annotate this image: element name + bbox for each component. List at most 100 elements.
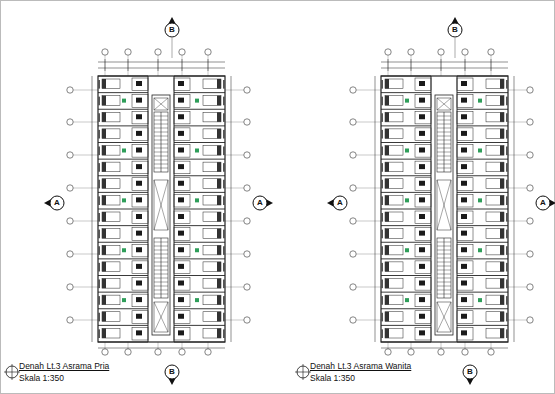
grid-bubble xyxy=(67,185,73,191)
bathroom-outline xyxy=(415,194,431,207)
bed-symbol xyxy=(486,312,504,322)
plan-line xyxy=(508,188,527,189)
window-symbol xyxy=(223,180,225,189)
plan-line xyxy=(174,258,225,259)
grid-bubble xyxy=(179,349,185,355)
bathroom-outline xyxy=(132,111,148,124)
pillow-symbol xyxy=(500,162,504,172)
section-marker xyxy=(253,196,267,210)
bathroom-outline xyxy=(174,178,190,191)
grid-bubble xyxy=(350,152,356,158)
plan-line xyxy=(381,175,431,176)
grid-bubble xyxy=(244,87,250,93)
grid-bubble xyxy=(155,49,161,55)
void-outline xyxy=(437,98,451,110)
plan-line xyxy=(225,90,244,91)
window-symbol xyxy=(223,263,225,272)
plant-symbol xyxy=(478,298,482,302)
fixture-symbol xyxy=(178,131,184,136)
fixture-symbol xyxy=(419,264,425,269)
pillow-symbol xyxy=(385,179,389,189)
bed-symbol xyxy=(385,162,403,172)
grid-bubble xyxy=(102,349,108,355)
window-symbol xyxy=(506,280,508,289)
bed-symbol xyxy=(102,245,120,255)
pillow-symbol xyxy=(217,328,221,338)
bed-symbol xyxy=(385,79,403,89)
plan-line xyxy=(381,92,431,93)
plan-line xyxy=(457,258,508,259)
window-symbol xyxy=(223,113,225,122)
grid-bubble xyxy=(67,152,73,158)
bed-symbol xyxy=(203,162,221,172)
pillow-symbol xyxy=(385,79,389,89)
plan-line xyxy=(508,90,527,91)
bed-symbol xyxy=(203,245,221,255)
bed-symbol xyxy=(203,112,221,122)
window-symbol xyxy=(223,230,225,239)
bed-symbol xyxy=(102,229,120,239)
window-symbol xyxy=(98,196,100,205)
bathroom-outline xyxy=(457,95,473,108)
grid-bubble xyxy=(244,185,250,191)
bathroom-outline xyxy=(457,111,473,124)
grid-bubble xyxy=(408,49,414,55)
pillow-symbol xyxy=(217,79,221,89)
plan-line xyxy=(225,320,244,321)
pillow-symbol xyxy=(500,262,504,272)
plan-line xyxy=(98,308,148,309)
bathroom-outline xyxy=(415,278,431,291)
pillow-symbol xyxy=(217,162,221,172)
grid-bubble xyxy=(527,218,533,224)
fixture-symbol xyxy=(461,98,467,103)
grid-bubble xyxy=(244,317,250,323)
pillow-symbol xyxy=(217,195,221,205)
fixture-symbol xyxy=(178,164,184,169)
plan-line xyxy=(457,125,508,126)
window-symbol xyxy=(381,296,383,305)
section-marker xyxy=(536,196,550,210)
pillow-symbol xyxy=(500,112,504,122)
bathroom-outline xyxy=(132,294,148,307)
plan-line xyxy=(73,287,98,288)
grid-bubble xyxy=(155,349,161,355)
fixture-symbol xyxy=(461,148,467,153)
window-symbol xyxy=(381,80,383,89)
section-marker xyxy=(50,196,64,210)
plan-line xyxy=(356,254,381,255)
fixture-symbol xyxy=(136,197,142,202)
stair-outline xyxy=(154,112,168,172)
bed-symbol xyxy=(486,112,504,122)
window-symbol xyxy=(381,280,383,289)
bathroom-outline xyxy=(132,145,148,158)
stair-outline xyxy=(437,112,451,172)
bed-symbol xyxy=(486,179,504,189)
plan-line xyxy=(381,76,431,77)
plan-line xyxy=(73,122,98,123)
plan-line xyxy=(411,55,412,76)
pillow-symbol xyxy=(217,279,221,289)
pillow-symbol xyxy=(500,229,504,239)
pillow-symbol xyxy=(102,328,106,338)
grid-bubble xyxy=(350,284,356,290)
window-symbol xyxy=(381,163,383,172)
bed-symbol xyxy=(385,245,403,255)
pillow-symbol xyxy=(500,328,504,338)
plan-line xyxy=(98,209,148,210)
plan-line xyxy=(437,302,451,332)
plant-symbol xyxy=(122,248,126,252)
pillow-symbol xyxy=(102,245,106,255)
window-symbol xyxy=(98,147,100,156)
fixture-symbol xyxy=(461,197,467,202)
fixture-symbol xyxy=(178,281,184,286)
core-outline xyxy=(152,95,170,335)
window-symbol xyxy=(98,213,100,222)
plan-line xyxy=(441,59,442,71)
plan-line xyxy=(388,55,389,76)
pillow-symbol xyxy=(500,245,504,255)
plan-line xyxy=(457,76,508,77)
fixture-symbol xyxy=(136,148,142,153)
bed-symbol xyxy=(486,328,504,338)
grid-bubble xyxy=(527,152,533,158)
bathroom-outline xyxy=(415,178,431,191)
